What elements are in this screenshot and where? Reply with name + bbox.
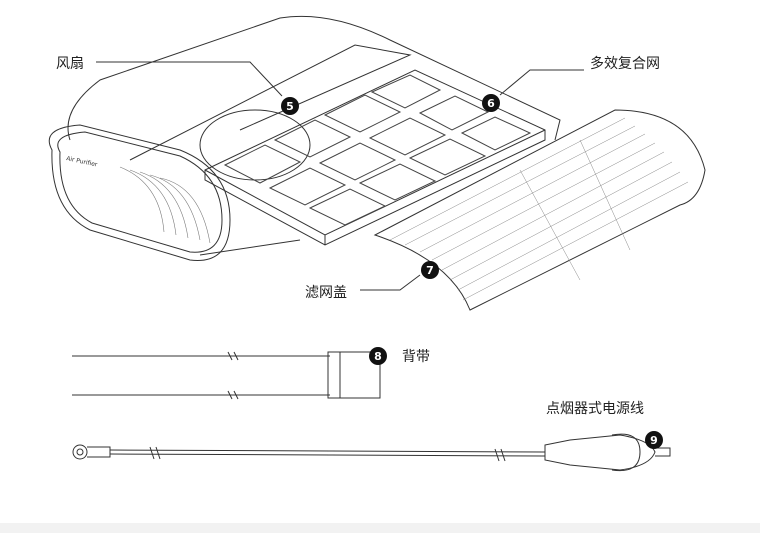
bottom-band: [0, 523, 760, 533]
marker-6: [482, 94, 500, 112]
marker-5: [281, 97, 299, 115]
label-strap: 背带: [402, 349, 430, 365]
power-cable: [72, 433, 671, 472]
marker-9: [645, 431, 663, 449]
filter-panel: [204, 69, 546, 246]
marker-9-text: 9: [650, 434, 658, 447]
strap: [72, 351, 381, 400]
label-cover: 滤网盖: [305, 285, 347, 301]
leader-lines: [96, 61, 584, 291]
markers: 5 6 7 8 9: [281, 94, 663, 449]
label-filter: 多效复合网: [590, 56, 660, 72]
marker-7: [421, 261, 439, 279]
logo-text: Air Purifier: [66, 155, 99, 169]
marker-6-text: 6: [487, 97, 495, 110]
marker-8-text: 8: [374, 350, 382, 363]
marker-7-text: 7: [426, 264, 434, 277]
label-fan: 风扇: [56, 56, 84, 72]
marker-8: [369, 347, 387, 365]
marker-5-text: 5: [286, 100, 294, 113]
label-cable: 点烟器式电源线: [546, 401, 644, 417]
filter-cover: [373, 109, 706, 311]
